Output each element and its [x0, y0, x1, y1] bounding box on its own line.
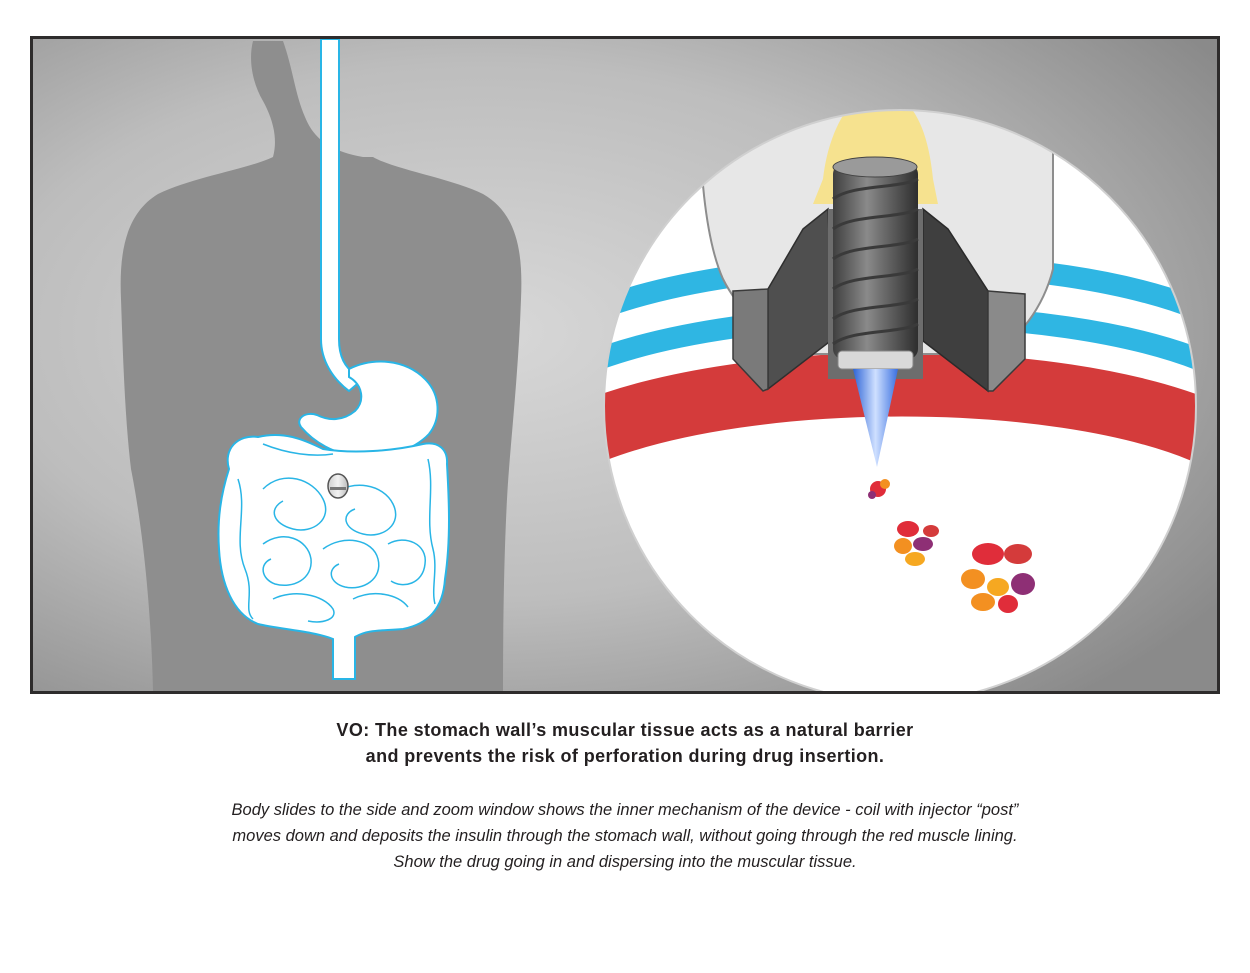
- illustration-svg: [33, 39, 1217, 691]
- illustration-frame: [30, 36, 1220, 694]
- description-line-1: Body slides to the side and zoom window …: [0, 797, 1250, 823]
- capsule-device-icon: [328, 474, 348, 498]
- voiceover-line-2: and prevents the risk of perforation dur…: [0, 743, 1250, 769]
- description-line-2: moves down and deposits the insulin thro…: [0, 823, 1250, 849]
- coil-base-ring: [838, 351, 913, 369]
- scene-description: Body slides to the side and zoom window …: [0, 797, 1250, 875]
- voiceover-line-1: VO: The stomach wall’s muscular tissue a…: [0, 717, 1250, 743]
- coil-spring-icon: [833, 157, 918, 359]
- description-line-3: Show the drug going in and dispersing in…: [0, 849, 1250, 875]
- voiceover-text: VO: The stomach wall’s muscular tissue a…: [0, 717, 1250, 769]
